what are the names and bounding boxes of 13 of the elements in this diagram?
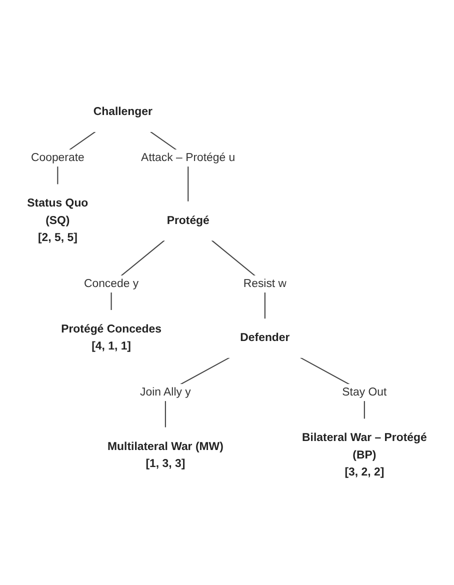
node-text: Challenger	[93, 106, 152, 118]
node-text: Protégé Concedes [4, 1, 1]	[61, 323, 162, 353]
node-text: Bilateral War – Protégé (BP) [3, 2, 2]	[302, 432, 427, 478]
node-text: Multilateral War (MW) [1, 3, 3]	[108, 440, 224, 470]
edge-label: Concede y	[84, 277, 139, 290]
node-text: Protégé	[166, 214, 210, 227]
node-text: Defender	[240, 332, 290, 344]
node-text: Status Quo (SQ) [2, 5, 5]	[27, 197, 88, 244]
edge-label: Join Ally y	[140, 386, 191, 398]
edge-label: Resist w	[243, 277, 287, 290]
edge-label: Stay Out	[342, 386, 387, 398]
edge-label: Cooperate	[30, 152, 84, 164]
edge-label: Attack – Protégé u	[141, 152, 236, 164]
